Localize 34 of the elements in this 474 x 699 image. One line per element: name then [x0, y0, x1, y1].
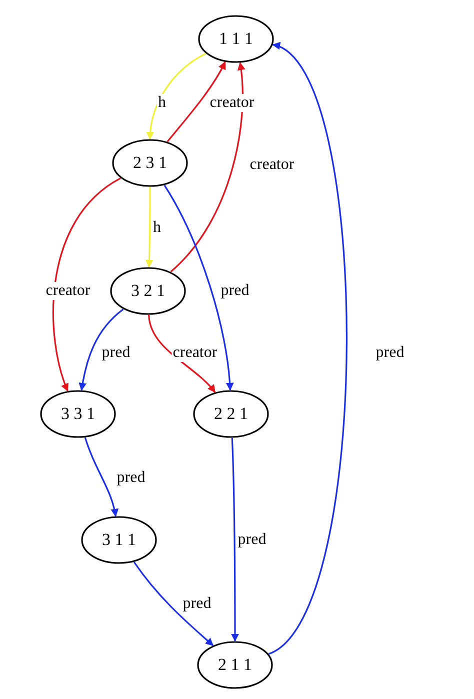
arrow	[78, 308, 124, 391]
ellipse-node	[197, 641, 273, 689]
arrow	[164, 184, 234, 391]
arrow	[145, 187, 154, 268]
node-label: 3 2 1	[131, 281, 165, 301]
node-label: 1 1 1	[219, 29, 253, 49]
arrow	[133, 562, 214, 646]
node-label: 2 2 1	[214, 404, 248, 424]
node-label: 2 3 1	[133, 153, 167, 173]
arrow	[84, 437, 118, 517]
edge-label: pred	[220, 282, 250, 300]
edge-label: creator	[208, 94, 256, 112]
ellipse-node	[193, 390, 269, 438]
ellipse-node	[110, 267, 186, 315]
ellipse-node	[198, 15, 274, 63]
node-label: 2 1 1	[218, 655, 252, 675]
arrow	[52, 178, 122, 392]
arrow	[231, 438, 239, 642]
arrow	[166, 61, 226, 142]
edge-label: pred	[374, 344, 406, 362]
arrow	[146, 52, 206, 140]
arrow	[148, 314, 216, 393]
edge-label: pred	[236, 531, 268, 549]
edge-label: pred	[182, 595, 212, 613]
edge-label: creator	[44, 282, 92, 300]
node-label: 3 3 1	[61, 404, 95, 424]
node-label: 3 1 1	[102, 530, 136, 550]
edge-label: pred	[100, 344, 132, 362]
ellipse-node	[112, 139, 188, 187]
arrow	[268, 44, 348, 655]
ellipse-node	[40, 390, 116, 438]
edge-label: pred	[116, 469, 146, 487]
arrow	[170, 62, 245, 272]
ellipse-node	[81, 516, 157, 564]
